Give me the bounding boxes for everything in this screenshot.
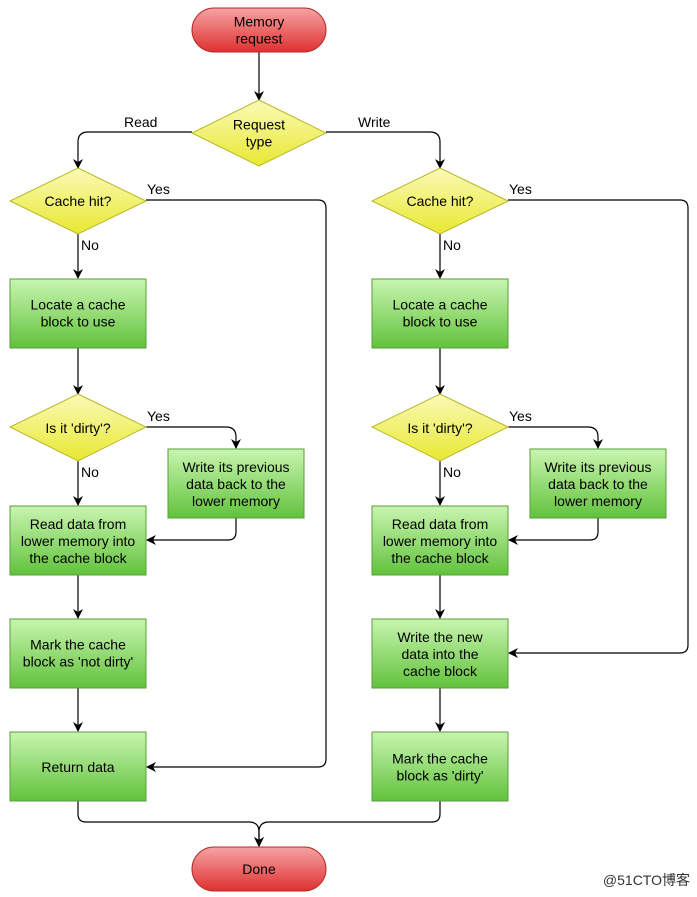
label-read-cache-hit-yes: Yes — [147, 181, 170, 197]
text-line: Is it 'dirty'? — [45, 420, 110, 436]
text-line: Request — [233, 117, 285, 133]
node-write-dirty — [370, 393, 510, 462]
text-line: Locate a cache — [31, 297, 126, 313]
node-read-mark-not-dirty — [9, 618, 147, 689]
edge-request-to-read-cache-hit — [73, 131, 192, 169]
text-line: block as 'dirty' — [396, 768, 483, 784]
watermark: @51CTO博客 — [603, 872, 690, 888]
edge-write-write-back-to-read-data — [508, 518, 599, 545]
node-request-type — [190, 99, 328, 167]
node-done — [191, 846, 327, 892]
edges — [73, 52, 689, 847]
node-read-read-data — [9, 505, 147, 576]
node-done-label: Done — [242, 861, 276, 877]
text-line: block as 'not dirty' — [23, 654, 133, 670]
text-line: Memory — [234, 14, 285, 30]
text-line: data back to the — [186, 476, 286, 492]
label-read-cache-hit-no: No — [81, 237, 99, 253]
node-read-cache-hit-label: Cache hit? — [45, 193, 112, 209]
text-line: Read data from — [392, 516, 489, 532]
text-line: Return data — [41, 759, 114, 775]
text-line: Mark the cache — [392, 751, 488, 767]
label-read-dirty-yes: Yes — [147, 408, 170, 424]
label-read-dirty-no: No — [81, 464, 99, 480]
node-write-cache-hit-label: Cache hit? — [407, 193, 474, 209]
text-line: the cache block — [29, 550, 127, 566]
label-write-cache-hit-yes: Yes — [509, 181, 532, 197]
edge-write-cache-hit-yes — [508, 199, 689, 658]
text-line: Write its previous — [182, 459, 289, 475]
text-line: lower memory — [554, 493, 642, 509]
edge-read-dirty-yes — [146, 426, 241, 449]
edge-labels: Read Write Yes No Yes No Yes No Yes No — [81, 114, 532, 480]
text-line: Cache hit? — [407, 193, 474, 209]
text-line: block to use — [403, 314, 478, 330]
text-line: lower memory — [192, 493, 280, 509]
text-line: the cache block — [391, 550, 489, 566]
text-line: Read data from — [30, 516, 127, 532]
node-write-dirty-label: Is it 'dirty'? — [407, 420, 472, 436]
edge-request-to-write-cache-hit — [326, 131, 445, 169]
node-read-return-label: Return data — [41, 759, 114, 775]
text-line: Write the new — [397, 629, 483, 645]
node-read-dirty — [8, 393, 148, 462]
text-line: Write its previous — [544, 459, 651, 475]
text-line: Locate a cache — [393, 297, 488, 313]
text-line: block to use — [41, 314, 116, 330]
text-line: lower memory into — [383, 533, 498, 549]
text-line: Mark the cache — [30, 637, 126, 653]
text-line: request — [236, 31, 283, 47]
node-read-write-back — [167, 448, 305, 519]
text-line: Done — [242, 861, 276, 877]
node-read-dirty-label: Is it 'dirty'? — [45, 420, 110, 436]
label-read: Read — [124, 114, 157, 130]
node-start — [191, 7, 327, 53]
edge-read-return-to-done — [77, 801, 264, 847]
label-write: Write — [358, 114, 391, 130]
edge-write-mark-to-done — [254, 801, 441, 847]
node-write-new-data — [371, 618, 509, 689]
label-write-cache-hit-no: No — [443, 237, 461, 253]
text-line: lower memory into — [21, 533, 136, 549]
node-write-write-back — [529, 448, 667, 519]
edge-read-cache-hit-yes — [146, 199, 327, 772]
edge-read-write-back-to-read-data — [146, 518, 237, 545]
text-line: cache block — [403, 663, 478, 679]
node-write-locate — [371, 278, 509, 349]
node-read-cache-hit — [8, 167, 148, 235]
label-write-dirty-no: No — [443, 464, 461, 480]
node-write-read-data — [371, 505, 509, 576]
node-write-cache-hit — [370, 167, 510, 235]
text-line: data into the — [401, 646, 478, 662]
edge-write-dirty-yes — [508, 426, 603, 449]
text-line: data back to the — [548, 476, 648, 492]
text-line: type — [246, 134, 273, 150]
node-read-locate — [9, 278, 147, 349]
text-line: Is it 'dirty'? — [407, 420, 472, 436]
text-line: Cache hit? — [45, 193, 112, 209]
node-read-return — [9, 731, 147, 802]
label-write-dirty-yes: Yes — [509, 408, 532, 424]
node-write-mark-dirty — [371, 731, 509, 802]
